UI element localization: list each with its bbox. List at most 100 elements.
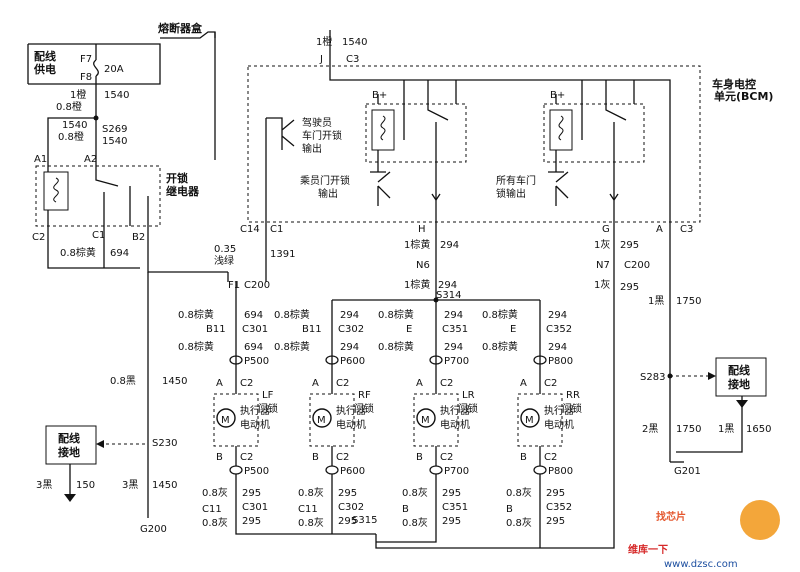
actuator-wire-mid: 0.8棕黄 [378, 340, 414, 353]
wire-1450-circuit: 1450 [162, 376, 187, 387]
wire-694-circuit: 694 [110, 248, 129, 259]
wire-1450b-label: 3黑 [122, 479, 138, 491]
wire-1391-label-1: 0.35 [214, 244, 236, 255]
bcm-pin-h: H [418, 224, 426, 235]
actuator-plug-bottom: P700 [444, 466, 469, 477]
bcm-passenger-unlock-2: 输出 [318, 187, 338, 200]
actuator-pin-a: A [216, 378, 223, 389]
bcm-all-lock-2: 锁输出 [496, 187, 526, 200]
actuator-conn-top: E [510, 324, 516, 335]
fuse-out-circuit: 1540 [104, 90, 129, 101]
bcm-bplus-2: B+ [550, 90, 565, 101]
conn-s230: S230 [152, 438, 177, 449]
actuator-circuit-top: 294 [340, 310, 359, 321]
wire-294b-label: 1棕黄 [404, 278, 430, 291]
bcm-name-2: 单元(BCM) [714, 89, 773, 103]
motor-letter: M [525, 415, 534, 426]
actuator-wire-out: 0.8灰 [402, 516, 428, 529]
plug-icon [533, 465, 547, 475]
ground-right-box-1: 配线 [728, 363, 750, 377]
actuator-conn-top-c: C301 [242, 324, 268, 335]
wire-694-label: 0.8棕黄 [60, 246, 96, 259]
actuator-pin-c2-top: C2 [440, 378, 453, 389]
actuator-circuit-bottom: 295 [242, 488, 261, 499]
bcm: 1橙 1540 J C3 车身电控 单元(BCM) B+ 驾驶员 车门开锁 输出… [214, 30, 773, 235]
motor-icon [312, 408, 332, 428]
actuator-conn-bottom: C11 [298, 504, 318, 515]
actuator-pin-c2-top: C2 [240, 378, 253, 389]
actuator-circuit-out: 295 [442, 516, 461, 527]
s269-wire-b: 0.8橙 [58, 130, 84, 143]
fuse-box-title: 熔断器盒 [158, 21, 203, 35]
fuse-out-wire: 1橙 [70, 88, 86, 101]
actuator-wire-out: 0.8灰 [202, 516, 228, 529]
actuator-pin-c2-bottom: C2 [240, 452, 253, 463]
relay-name-2: 继电器 [166, 184, 200, 198]
plug-icon [429, 355, 443, 365]
actuator-conn-top-c: C302 [338, 324, 364, 335]
actuator-circuit-out: 295 [546, 516, 565, 527]
motor-icon [216, 408, 236, 428]
wire-295b-label: 1灰 [594, 278, 610, 291]
actuator-wire-out: 0.8灰 [298, 516, 324, 529]
actuator-wire-out: 0.8灰 [506, 516, 532, 529]
actuator-pin-c2-bottom: C2 [440, 452, 453, 463]
actuator-circuit-mid: 294 [548, 342, 567, 353]
actuator-label-2: 电动机 [544, 418, 574, 431]
actuator-wire-bottom: 0.8灰 [506, 486, 532, 499]
actuator-circuit-mid: 294 [444, 342, 463, 353]
conn-s315: S315 [352, 515, 377, 526]
actuator-wire-top: 0.8棕黄 [378, 308, 414, 321]
wire-1750-label: 1黑 [648, 295, 664, 307]
conn-c200: C200 [244, 280, 270, 291]
bcm-pin-a: A [656, 224, 663, 235]
fuse-out-pin: F8 [80, 72, 92, 83]
actuator-conn-top: B11 [206, 324, 226, 335]
bcm-pin-c1: C1 [270, 224, 283, 235]
actuator-conn-top-c: C351 [442, 324, 468, 335]
ground-left-box-1: 配线 [58, 431, 80, 445]
actuator-conn-top-c: C352 [546, 324, 572, 335]
wire-1750b-circuit: 1750 [676, 424, 701, 435]
actuator-suffix: 门锁 [354, 402, 374, 415]
wire-295-label: 1灰 [594, 238, 610, 251]
wire-1650-label: 1黑 [718, 423, 734, 435]
bcm-passenger-unlock-1: 乘员门开锁 [300, 174, 350, 187]
plug-icon [229, 355, 243, 365]
conn-g201: G201 [674, 466, 701, 477]
unlock-relay: A1 A2 开锁 继电器 C2 C1 B2 [32, 154, 228, 273]
s269-name: S269 [102, 124, 127, 135]
wire-1650-circuit: 1650 [746, 424, 771, 435]
watermark: 找芯片 维库一下 www.dzsc.com [628, 500, 780, 570]
actuator-pin-b: B [520, 452, 527, 463]
actuator-circuit-out: 295 [242, 516, 261, 527]
splice-s269: 0.8橙 1540 S269 0.8橙 1540 [47, 100, 127, 160]
actuator-plug: P500 [244, 356, 269, 367]
ground-right: 1黑 1750 配线 接地 S283 2黑 1750 1黑 1650 G201 [640, 295, 771, 477]
actuator-circuit-top: 294 [444, 310, 463, 321]
actuator-wire-top: 0.8棕黄 [178, 308, 214, 321]
bcm-pin-c3: C3 [346, 54, 359, 65]
motor-letter: M [221, 415, 230, 426]
actuator-position: LF [262, 390, 274, 401]
actuator-pin-c2-bottom: C2 [336, 452, 349, 463]
relay-pin-c1: C1 [92, 230, 105, 241]
watermark-url: www.dzsc.com [664, 559, 738, 570]
wire-1391-circuit: 1391 [270, 249, 295, 260]
actuator-pin-a: A [520, 378, 527, 389]
actuator-suffix: 门锁 [562, 402, 582, 415]
actuator-label-2: 电动机 [240, 418, 270, 431]
actuator-pin-a: A [312, 378, 319, 389]
actuator-circuit-mid: 294 [340, 342, 359, 353]
actuator-plug: P600 [340, 356, 365, 367]
conn-s283: S283 [640, 372, 665, 383]
actuator-conn-bottom-c: C301 [242, 502, 268, 513]
actuator-position: LR [462, 390, 475, 401]
wire-294-label: 1棕黄 [404, 238, 430, 251]
actuator-conn-top: B11 [302, 324, 322, 335]
conn-g200: G200 [140, 524, 167, 535]
